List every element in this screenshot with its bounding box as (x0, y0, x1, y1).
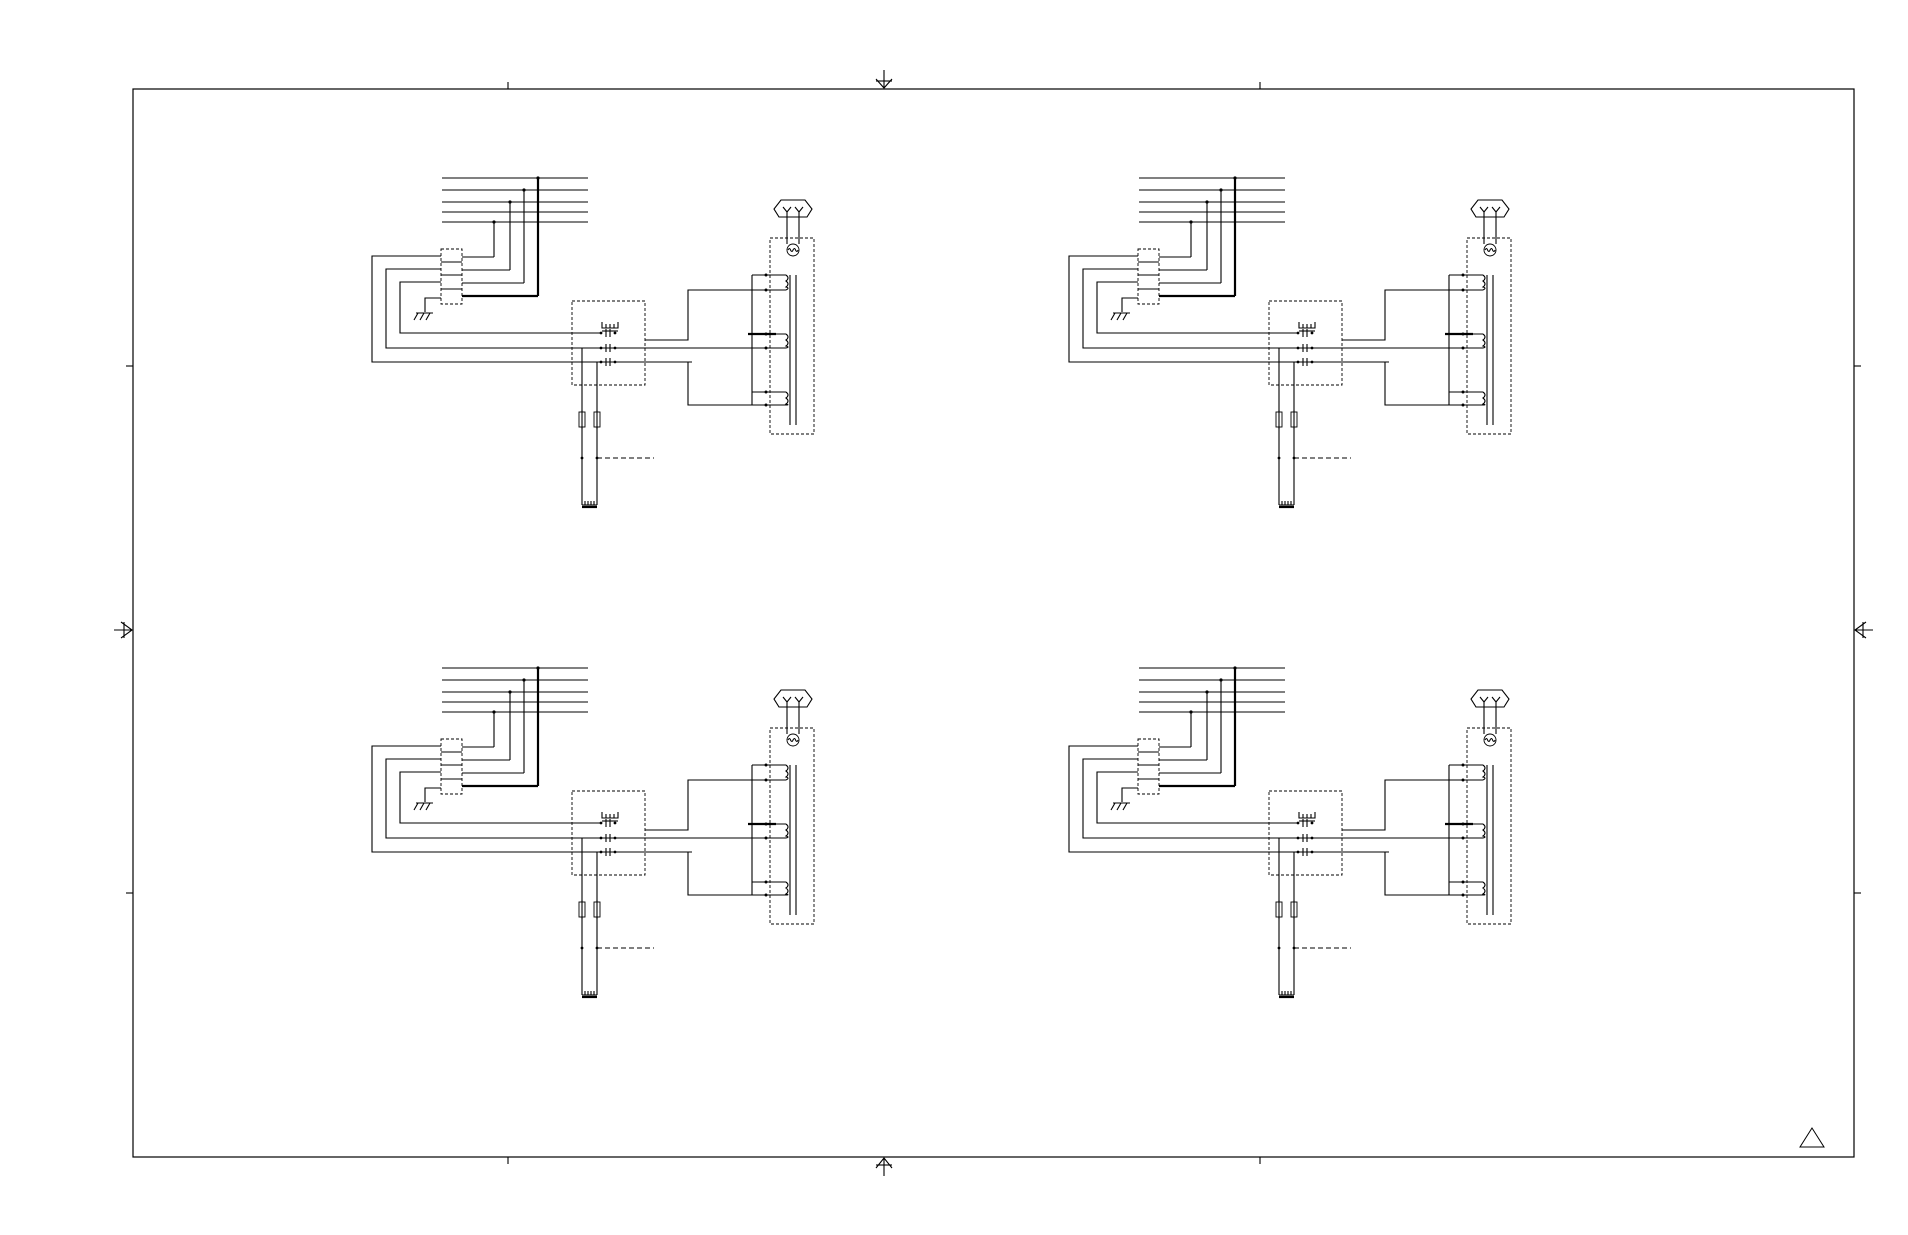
connector-plug-icon (1470, 199, 1510, 218)
filter-module (571, 300, 646, 505)
chassis-ground-icon (1110, 787, 1138, 811)
motor-icon (1483, 708, 1497, 747)
triangle-revision-icon (1799, 1127, 1825, 1148)
fuse-icon (578, 900, 586, 919)
motor-feed-wires (645, 763, 786, 897)
motor-housing (1466, 237, 1512, 435)
motor-housing (769, 237, 815, 435)
chassis-ground-icon (413, 787, 441, 811)
connector-plug-icon (1470, 689, 1510, 708)
center-arrow-icon (875, 1157, 893, 1176)
terminal-block (440, 738, 538, 795)
harness-loops (371, 255, 692, 363)
fuse-icon (578, 410, 586, 429)
fuse-icon (1290, 900, 1298, 919)
center-arrow-icon (1854, 621, 1873, 639)
motor-icon (786, 218, 800, 257)
terminal-block (440, 248, 538, 305)
connector-plug-icon (773, 199, 813, 218)
fuse-icon (593, 410, 601, 429)
lower-harness (580, 946, 654, 999)
motor-feed-wires (1342, 763, 1483, 897)
lower-harness (1277, 946, 1351, 999)
fuse-icon (593, 900, 601, 919)
center-arrow-icon (875, 70, 893, 89)
motor-housing (1466, 727, 1512, 925)
chassis-ground-icon (413, 297, 441, 321)
motor-housing (769, 727, 815, 925)
harness-loops (1068, 255, 1389, 363)
center-arrow-icon (114, 621, 133, 639)
motor-feed-wires (1342, 273, 1483, 407)
terminal-block (1137, 738, 1235, 795)
schematic-unit-top-right (1068, 176, 1512, 509)
lower-harness (1277, 456, 1351, 509)
harness-loops (371, 745, 692, 853)
motor-icon (786, 708, 800, 747)
motor-icon (1483, 218, 1497, 257)
fuse-icon (1275, 410, 1283, 429)
filter-module (1268, 790, 1343, 995)
schematic-unit-bottom-left (371, 666, 815, 999)
harness-loops (1068, 745, 1389, 853)
filter-module (571, 790, 646, 995)
motor-feed-wires (645, 273, 786, 407)
zone-ticks (126, 82, 1861, 1164)
bus-lines (1139, 176, 1285, 296)
schematic-unit-top-left (371, 176, 815, 509)
bus-lines (442, 666, 588, 786)
filter-module (1268, 300, 1343, 505)
capacitor-icon (1298, 322, 1316, 332)
chassis-ground-icon (1110, 297, 1138, 321)
terminal-block (1137, 248, 1235, 305)
connector-plug-icon (773, 689, 813, 708)
bus-lines (442, 176, 588, 296)
bus-lines (1139, 666, 1285, 786)
fuse-icon (1275, 900, 1283, 919)
lower-harness (580, 456, 654, 509)
sheet-border (132, 88, 1855, 1158)
schematic-unit-bottom-right (1068, 666, 1512, 999)
fuse-icon (1290, 410, 1298, 429)
